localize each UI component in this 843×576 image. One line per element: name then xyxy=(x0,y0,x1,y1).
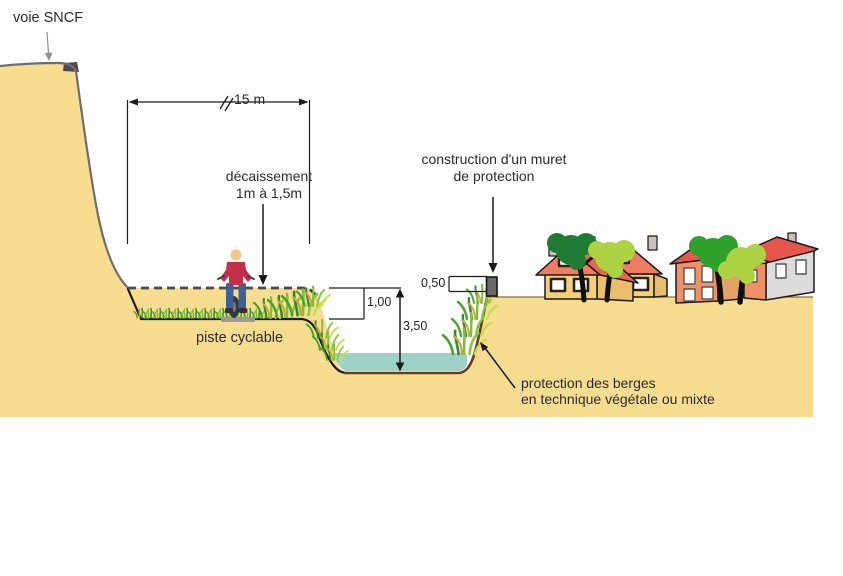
muret-wall xyxy=(485,276,498,297)
berges-arrow xyxy=(480,342,516,389)
muret-arrow xyxy=(488,197,498,273)
house-window xyxy=(701,286,714,300)
dim-15m-label: 15 m xyxy=(234,91,266,107)
cyclist-torso xyxy=(220,262,252,285)
muret-line1: construction d'un muret xyxy=(421,151,567,167)
berges-label: protection des berges en technique végét… xyxy=(521,375,715,407)
tree-foliage-dark xyxy=(547,233,597,270)
house-window xyxy=(795,259,807,275)
decaissement-line2: 1m à 1,5m xyxy=(235,185,303,201)
house-window xyxy=(683,267,696,285)
house-window xyxy=(775,263,787,279)
muret-line2: de protection xyxy=(453,168,535,184)
berges-line1: protection des berges xyxy=(521,375,656,391)
embankment-outline xyxy=(0,61,129,289)
decaissement-line1: décaissement xyxy=(225,168,313,184)
muret-label: construction d'un muret de protection xyxy=(406,151,582,185)
dimension-3-50 xyxy=(395,288,405,372)
cyclist-shoe xyxy=(225,308,233,313)
voie-sncf-label: voie SNCF xyxy=(13,10,84,26)
house-chimney xyxy=(647,235,658,251)
cyclist-head xyxy=(230,249,242,261)
dim-0-50-label: 0,50 xyxy=(421,276,446,290)
dimension-break-marks xyxy=(219,95,234,112)
cyclist-shoe xyxy=(239,308,247,313)
berges-line2: en technique végétale ou mixte xyxy=(521,390,715,407)
dimension-15m xyxy=(126,95,311,244)
piste-cyclable-label: piste cyclable xyxy=(196,330,284,346)
tree-foliage-light xyxy=(588,240,635,278)
cyclist xyxy=(217,247,255,322)
cyclist-leg xyxy=(226,283,234,309)
ground-terrain xyxy=(0,63,813,417)
house-side-wall xyxy=(653,273,668,298)
voie-sncf-arrow xyxy=(45,31,53,61)
trees-right xyxy=(689,235,766,305)
annotations xyxy=(45,31,516,389)
trees-left xyxy=(547,233,635,303)
dimension-1-00 xyxy=(329,287,401,320)
decaissement-arrow xyxy=(258,204,268,285)
dim-3-50-label: 3,50 xyxy=(403,319,428,333)
house-window xyxy=(549,277,567,293)
dimension-0-50 xyxy=(448,275,487,293)
bike-handlebar xyxy=(217,275,255,280)
tree-foliage-light xyxy=(718,244,766,284)
dim-1-00-label: 1,00 xyxy=(367,295,392,309)
cyclist-leg xyxy=(238,283,246,309)
decaissement-label: décaissement 1m à 1,5m xyxy=(199,168,339,202)
tree-foliage-dark xyxy=(689,235,738,272)
bike-base-shadow xyxy=(221,317,255,322)
house-window xyxy=(683,288,696,302)
